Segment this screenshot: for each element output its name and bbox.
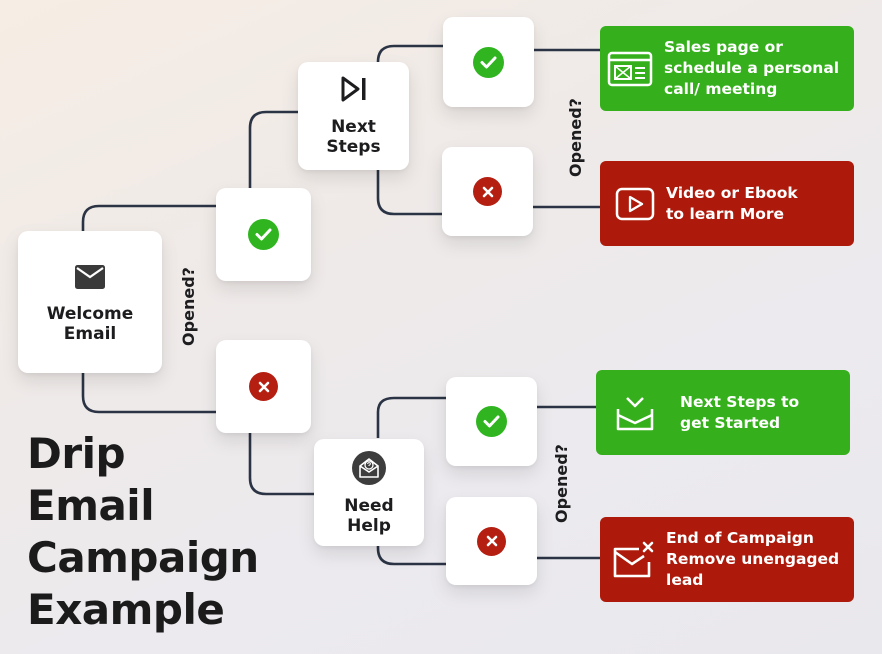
envelope-icon [74, 264, 106, 294]
outcome-sales-page-text: Sales page or schedule a personal call/ … [664, 38, 840, 98]
next-steps-node: Next Steps [298, 62, 409, 170]
mail-remove-icon [610, 539, 656, 581]
opened-label-1: Opened? [178, 267, 198, 346]
check-icon [473, 46, 504, 78]
outcome-end-campaign-text: End of Campaign Remove unengaged lead [666, 529, 840, 589]
need-help-label: Need Help [344, 495, 394, 536]
opened-label-3: Opened? [551, 444, 571, 523]
need-help-node: Need Help [314, 439, 424, 546]
skip-forward-icon [340, 75, 368, 107]
check-icon [248, 219, 279, 250]
check-icon [476, 406, 507, 437]
outcome-sales-page: Sales page or schedule a personal call/ … [600, 26, 854, 111]
need-help-opened-no-node [446, 497, 537, 585]
play-video-icon [614, 183, 656, 225]
help-envelope-icon [351, 450, 387, 490]
x-icon [249, 372, 278, 401]
next-steps-opened-yes-node [443, 17, 534, 107]
webpage-icon [606, 45, 654, 93]
welcome-email-node: Welcome Email [18, 231, 162, 373]
outcome-end-campaign: End of Campaign Remove unengaged lead [600, 517, 854, 602]
outcome-video-ebook-text: Video or Ebook to learn More [666, 183, 798, 223]
x-icon [477, 526, 506, 556]
opened-label-2: Opened? [565, 98, 585, 177]
page-title: Drip Email Campaign Example [27, 429, 259, 634]
inbox-tray-icon [614, 392, 656, 434]
need-help-opened-yes-node [446, 377, 537, 466]
outcome-next-steps-started-text: Next Steps to get Started [680, 392, 800, 432]
outcome-next-steps-started: Next Steps to get Started [596, 370, 850, 455]
x-icon [473, 177, 502, 206]
welcome-opened-no-node [216, 340, 311, 433]
next-steps-opened-no-node [442, 147, 533, 236]
next-steps-label: Next Steps [326, 117, 381, 157]
welcome-opened-yes-node [216, 188, 311, 281]
welcome-email-label: Welcome Email [46, 304, 134, 344]
outcome-video-ebook: Video or Ebook to learn More [600, 161, 854, 246]
